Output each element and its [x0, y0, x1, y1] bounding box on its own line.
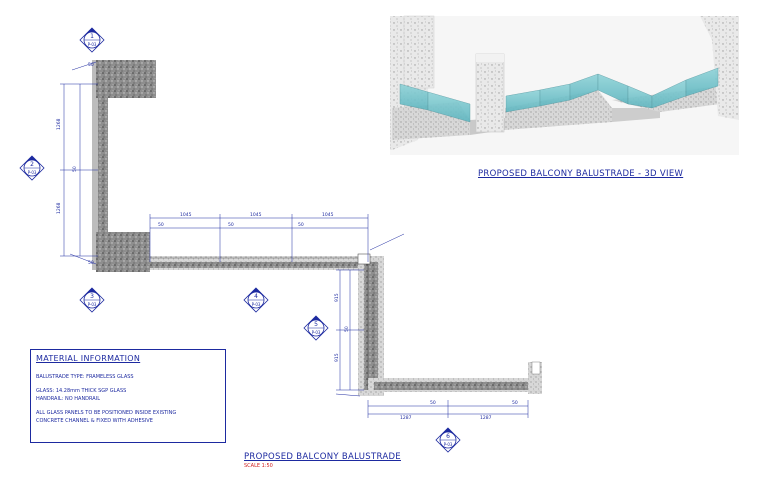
dim-left-bot: 1268: [56, 202, 62, 214]
dimension-lines: [60, 61, 529, 418]
marker-5-num: 5: [314, 321, 318, 328]
dim-bot-gap1: 50: [430, 400, 436, 406]
dim-gap-top1: 50: [158, 222, 164, 228]
view-3d-render: [390, 15, 739, 155]
dim-top1: 1045: [180, 212, 192, 218]
dim-mid-a: 915: [334, 293, 340, 302]
material-handrail: HANDRAIL: NO HANDRAIL: [36, 396, 100, 402]
marker-4-ref: P-03: [252, 302, 261, 307]
material-glass: GLASS: 14.28mm THICK SGP GLASS: [36, 388, 127, 394]
dim-top2: 1045: [250, 212, 262, 218]
marker-1-ref: P-03: [88, 42, 97, 47]
dimension-texts: 1045 1045 1045 50 50 50 1268 1268 50 915…: [56, 62, 518, 421]
material-info-box: MATERIAL INFORMATION BALUSTRADE TYPE: FR…: [30, 349, 226, 443]
section-marker-2[interactable]: 2 P-03: [19, 155, 45, 181]
dim-corner-bot: 50: [88, 260, 94, 266]
material-type: BALUSTRADE TYPE: FRAMELESS GLASS: [36, 374, 134, 380]
dim-left-gap: 50: [72, 166, 78, 172]
plan-view: [92, 60, 542, 396]
marker-2-num: 2: [30, 161, 34, 168]
marker-5-ref: P-03: [312, 330, 321, 335]
scale-label: SCALE 1:50: [244, 463, 273, 469]
marker-3-ref: P-03: [88, 302, 97, 307]
dim-left-top: 1268: [56, 118, 62, 130]
title-plan: PROPOSED BALCONY BALUSTRADE: [244, 452, 401, 462]
marker-6-ref: P-03: [444, 442, 453, 447]
dim-gap-top3: 50: [298, 222, 304, 228]
marker-3-num: 3: [90, 293, 94, 300]
section-marker-5[interactable]: 5 P-03: [303, 315, 329, 341]
title-3d-view: PROPOSED BALCONY BALUSTRADE - 3D VIEW: [478, 169, 684, 179]
section-marker-6[interactable]: 6 P-03: [435, 427, 461, 453]
section-marker-3[interactable]: 3 P-03: [79, 287, 105, 313]
marker-4-num: 4: [254, 293, 258, 300]
dim-mid-gap: 50: [344, 326, 350, 332]
marker-2-ref: P-03: [28, 170, 37, 175]
dim-top3: 1045: [322, 212, 334, 218]
material-heading: MATERIAL INFORMATION: [36, 354, 141, 363]
section-marker-4[interactable]: 4 P-03: [243, 287, 269, 313]
material-note-2: CONCRETE CHANNEL & FIXED WITH ADHESIVE: [36, 418, 153, 424]
marker-1-num: 1: [90, 33, 94, 40]
dim-bot1: 1287: [400, 415, 412, 421]
marker-6-num: 6: [446, 433, 450, 440]
dim-bot-gap2: 50: [512, 400, 518, 406]
material-note-1: ALL GLASS PANELS TO BE POSITIONED INSIDE…: [36, 410, 177, 416]
dim-mid-b: 915: [334, 353, 340, 362]
dim-gap-top2: 50: [228, 222, 234, 228]
dim-corner-top: 50: [88, 62, 94, 68]
dim-bot2: 1287: [480, 415, 492, 421]
section-marker-1[interactable]: 1 P-03: [79, 27, 105, 53]
glass-panels: [399, 67, 719, 123]
